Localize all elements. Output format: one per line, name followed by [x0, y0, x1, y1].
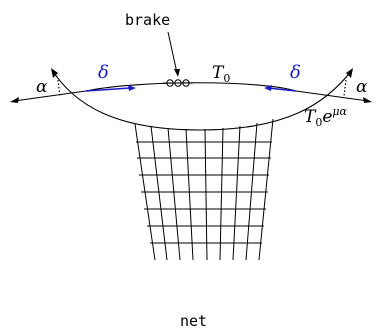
delta-right-label: δ: [290, 62, 301, 83]
rope: [13, 69, 369, 131]
delta-right-arrowhead: [264, 85, 272, 91]
tension-right-label: T0eμα: [304, 105, 348, 129]
net-grid: [134, 118, 274, 261]
left-arc-arrowhead: [51, 68, 58, 78]
delta-arrows: [85, 87, 297, 92]
net-label: net: [180, 312, 207, 329]
right-arc-arrowhead: [346, 68, 353, 78]
right-arrowhead: [363, 97, 372, 103]
alpha-left-label: α: [36, 77, 48, 97]
brake-pointer-head: [174, 69, 180, 77]
left-arrowhead: [10, 97, 19, 103]
delta-left-arrowhead: [128, 85, 136, 91]
brake-symbol: [163, 79, 193, 87]
alpha-right-label: α: [356, 77, 368, 97]
tension-top-label: T0: [212, 63, 230, 85]
brake-pointer: [167, 31, 178, 74]
alpha-angle-marks: [57, 79, 347, 97]
brake-label: brake: [125, 11, 170, 29]
delta-left-label: δ: [98, 62, 109, 83]
